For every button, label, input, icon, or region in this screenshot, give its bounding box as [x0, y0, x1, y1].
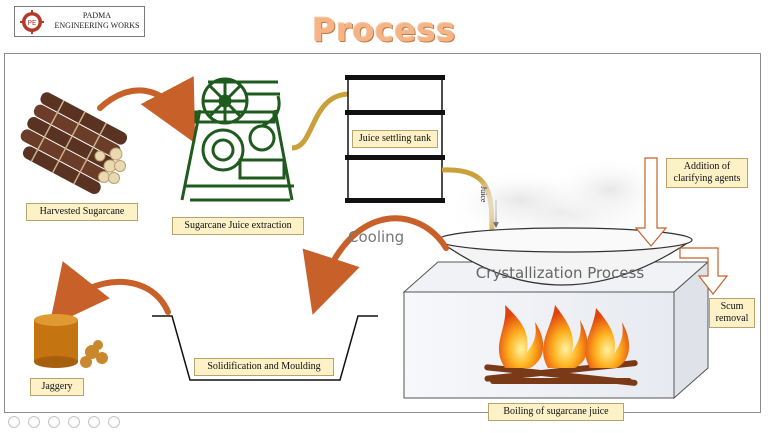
crystallization-text: Crystallization Process	[475, 264, 645, 282]
crystallization-pan	[437, 227, 693, 286]
clarifying-arrow	[634, 157, 668, 247]
juice-extraction-machine-icon	[180, 77, 294, 202]
slide-controls[interactable]	[8, 415, 124, 428]
label-juice-extraction: Sugarcane Juice extraction	[172, 217, 304, 235]
logo-line-2: ENGINEERING WORKS	[54, 21, 140, 30]
scum-removal-arrow	[679, 247, 729, 295]
jaggery-icon	[34, 314, 108, 368]
fire-icon	[484, 305, 638, 386]
gear-logo-icon: PE	[20, 10, 44, 34]
company-logo: PE PADMA ENGINEERING WORKS	[14, 6, 145, 37]
label-scum-removal: Scum removal	[709, 298, 755, 328]
pen-icon[interactable]	[48, 416, 60, 428]
prev-slide-icon[interactable]	[8, 416, 20, 428]
sugarcane-bundle-icon	[20, 92, 128, 195]
diagram-frame	[4, 53, 761, 413]
more-icon[interactable]	[108, 416, 120, 428]
svg-text:PE: PE	[28, 19, 37, 27]
mould-tray	[152, 315, 378, 381]
cooling-text: Cooling	[348, 228, 405, 246]
logo-text: PADMA ENGINEERING WORKS	[51, 11, 143, 31]
arrow-mould-to-jaggery	[49, 261, 171, 327]
logo-line-1: PADMA	[82, 11, 112, 20]
label-settling-tank: Juice settling tank	[352, 130, 438, 148]
zoom-icon[interactable]	[68, 416, 80, 428]
juice-text: Juice	[479, 186, 488, 203]
juice-pipe	[291, 91, 351, 151]
arrow-cooling	[302, 215, 449, 315]
view-icon[interactable]	[88, 416, 100, 428]
label-jaggery: Jaggery	[30, 378, 84, 396]
arrow-harvest-to-extraction	[97, 76, 196, 144]
label-harvested-sugarcane: Harvested Sugarcane	[26, 203, 138, 221]
page-title: Process	[312, 11, 456, 49]
label-solidification: Solidification and Moulding	[194, 358, 334, 376]
label-boiling: Boiling of sugarcane juice	[488, 403, 624, 421]
next-slide-icon[interactable]	[28, 416, 40, 428]
label-clarifying-agents: Addition of clarifying agents	[666, 158, 748, 188]
